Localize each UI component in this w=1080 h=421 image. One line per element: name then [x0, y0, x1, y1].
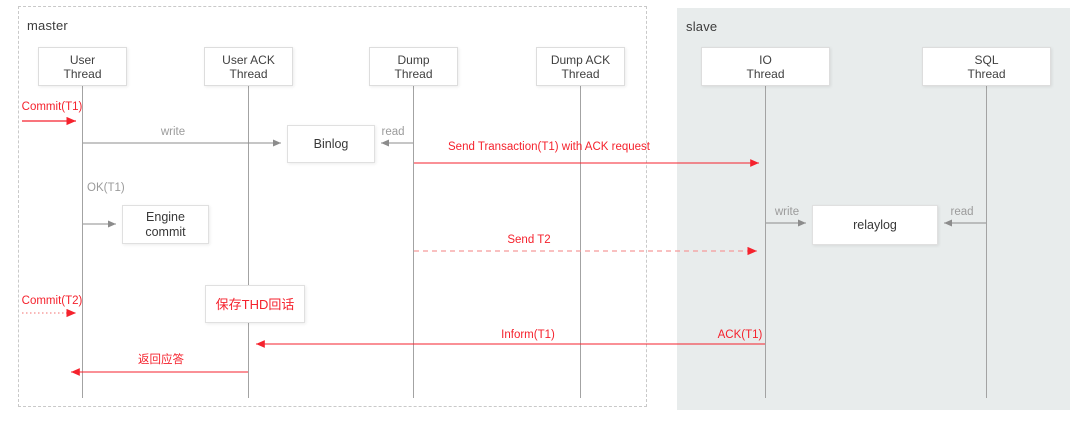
- thread-box-dump-line2: Thread: [394, 66, 433, 81]
- label-write-relaylog: write: [774, 206, 800, 218]
- label-write-binlog: write: [160, 126, 186, 138]
- binlog-box: Binlog: [287, 125, 375, 163]
- lifeline-sql-thread: [986, 86, 987, 398]
- label-send-t2: Send T2: [507, 234, 551, 246]
- slave-group-label: slave: [686, 19, 718, 34]
- thread-box-dump-ack-line2: Thread: [561, 66, 600, 81]
- thread-box-io-line1: IO: [759, 52, 772, 67]
- thread-box-sql-line2: Thread: [967, 66, 1006, 81]
- engine-commit-line1: Engine: [146, 209, 185, 224]
- lifeline-user-thread: [82, 86, 83, 398]
- relaylog-box: relaylog: [812, 205, 938, 245]
- lifeline-io-thread: [765, 86, 766, 398]
- label-send-transaction-t1: Send Transaction(T1) with ACK request: [448, 141, 650, 153]
- thread-box-user: User Thread: [38, 47, 127, 86]
- thread-box-dump: Dump Thread: [369, 47, 458, 86]
- thread-box-io: IO Thread: [701, 47, 830, 86]
- engine-commit-box: Engine commit: [122, 205, 209, 244]
- lifeline-dump-thread: [413, 86, 414, 398]
- thread-box-user-line2: Thread: [63, 66, 102, 81]
- label-commit-t1: Commit(T1): [21, 101, 83, 113]
- label-ok-t1: OK(T1): [87, 182, 125, 194]
- thread-box-sql: SQL Thread: [922, 47, 1051, 86]
- thread-box-io-line2: Thread: [746, 66, 785, 81]
- thread-box-dump-line1: Dump: [397, 52, 430, 67]
- label-read-relaylog: read: [950, 206, 974, 218]
- save-thd-session-box: 保存THD回话: [205, 285, 305, 323]
- label-reply: 返回应答: [138, 354, 184, 366]
- thread-box-dump-ack-line1: Dump ACK: [550, 52, 611, 67]
- label-commit-t2: Commit(T2): [21, 295, 83, 307]
- engine-commit-line2: commit: [145, 224, 186, 239]
- label-read-binlog: read: [381, 126, 405, 138]
- thread-box-user-line1: User: [69, 52, 96, 67]
- master-group-label: master: [27, 18, 68, 33]
- lifeline-dump-ack-thread: [580, 86, 581, 398]
- label-inform-t1: Inform(T1): [501, 329, 555, 341]
- thread-box-dump-ack: Dump ACK Thread: [536, 47, 625, 86]
- label-ack-t1: ACK(T1): [717, 329, 763, 341]
- thread-box-user-ack: User ACK Thread: [204, 47, 293, 86]
- master-group-frame: [18, 6, 647, 407]
- thread-box-user-ack-line2: Thread: [229, 66, 268, 81]
- lifeline-user-ack-thread: [248, 86, 249, 398]
- thread-box-user-ack-line1: User ACK: [222, 52, 275, 67]
- thread-box-sql-line1: SQL: [974, 52, 999, 67]
